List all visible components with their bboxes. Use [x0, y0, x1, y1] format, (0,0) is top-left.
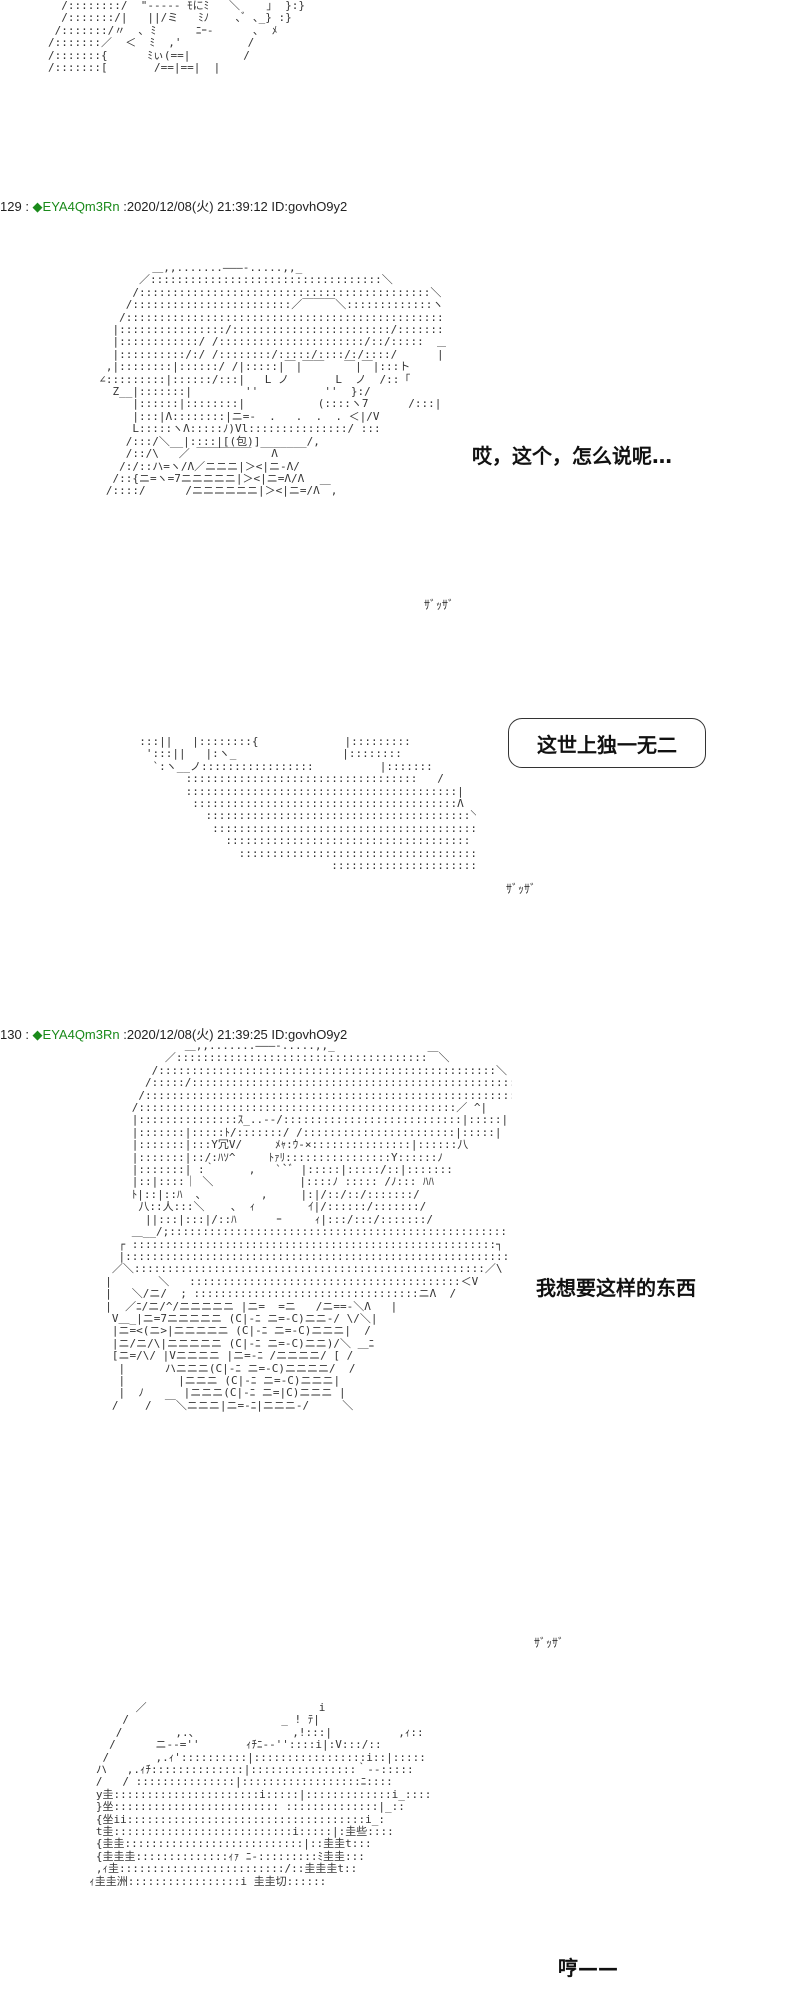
ascii-art-fragment-top: /::::::::/ "----- ﾓにﾐ ＼ ｣ }:} /:::::::/|…	[48, 0, 306, 75]
post-separator: :	[21, 199, 33, 214]
post-datetime: :2020/12/08(火) 21:39:12 ID:govhO9y2	[119, 199, 348, 214]
sfx-zassa-2: ｻﾞｯｻﾞ	[506, 882, 537, 896]
ascii-art-hands-129: :::|| |::::::::{ |::::::::: ':::|| |:ヽ_ …	[139, 736, 476, 873]
ascii-art-face-129: ＿,,.......―――-.....,,_ ／::::::::::::::::…	[99, 262, 446, 498]
sfx-zassa-1: ｻﾞｯｻﾞ	[424, 598, 455, 612]
post-datetime: :2020/12/08(火) 21:39:25 ID:govhO9y2	[119, 1027, 348, 1042]
poster-trip: ◆EYA4Qm3Rn	[32, 199, 120, 214]
speech-bubble: 这世上独一无二	[508, 718, 706, 768]
post-separator: :	[21, 1027, 33, 1042]
ascii-art-fragment-bottom: ／ i / _ ! ﾃ| / ,.、 ,!:::| ,ｨ:: / ニ--='' …	[89, 1702, 432, 1888]
dialogue-line-4: 哼——	[558, 1956, 618, 1980]
sfx-zassa-3: ｻﾞｯｻﾞ	[534, 1636, 565, 1650]
post-number: 129	[0, 199, 22, 214]
post-number: 130	[0, 1027, 22, 1042]
post-header-129: 129 : ◆EYA4Qm3Rn :2020/12/08(火) 21:39:12…	[0, 196, 347, 215]
dialogue-line-3: 我想要这样的东西	[536, 1276, 696, 1300]
dialogue-line-2: 这世上独一无二	[537, 732, 677, 757]
poster-trip: ◆EYA4Qm3Rn	[32, 1027, 120, 1042]
ascii-art-character-130: ＿,,.......―――-.....,,_ ／::::::::::::::::…	[105, 1040, 512, 1412]
dialogue-line-1: 哎，这个，怎么说呢…	[472, 444, 672, 468]
post-header-130: 130 : ◆EYA4Qm3Rn :2020/12/08(火) 21:39:25…	[0, 1024, 347, 1043]
